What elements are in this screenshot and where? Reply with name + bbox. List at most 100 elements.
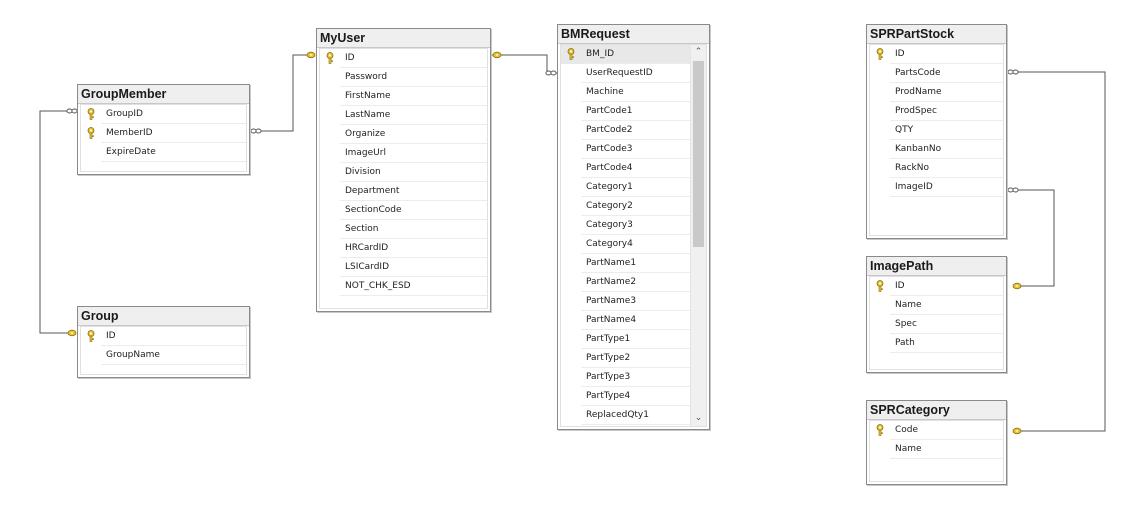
column-row[interactable]: ID: [870, 277, 1003, 296]
column-row[interactable]: Password: [320, 68, 487, 87]
column-row[interactable]: Spec: [870, 315, 1003, 334]
column-row[interactable]: Category2: [561, 197, 691, 216]
row-divider: [581, 310, 691, 311]
row-divider: [890, 333, 1003, 334]
column-row[interactable]: ReplacedQty1: [561, 406, 691, 425]
column-row[interactable]: HRCardID: [320, 239, 487, 258]
row-divider: [581, 215, 691, 216]
row-divider: [581, 348, 691, 349]
column-row[interactable]: UserRequestID: [561, 64, 691, 83]
row-divider: [581, 234, 691, 235]
table-header[interactable]: SPRCategory: [867, 401, 1006, 420]
table-header[interactable]: Group: [78, 307, 249, 326]
scroll-up-icon[interactable]: ⌃: [694, 47, 703, 57]
table-header[interactable]: SPRPartStock: [867, 25, 1006, 44]
column-row[interactable]: PartCode4: [561, 159, 691, 178]
column-row[interactable]: ImageID: [870, 178, 1003, 197]
column-row[interactable]: MemberID: [81, 124, 246, 143]
scroll-down-icon[interactable]: ⌄: [694, 413, 703, 423]
row-divider: [581, 424, 691, 425]
column-row[interactable]: SectionCode: [320, 201, 487, 220]
column-row[interactable]: PartsCode: [870, 64, 1003, 83]
column-row[interactable]: GroupName: [81, 346, 246, 365]
column-name: KanbanNo: [895, 144, 942, 154]
column-row[interactable]: Category1: [561, 178, 691, 197]
primary-key-icon: [876, 424, 884, 436]
row-divider: [581, 196, 691, 197]
column-row[interactable]: PartType3: [561, 368, 691, 387]
relationship-groupmember-group[interactable]: [39, 110, 77, 334]
table-title: GroupMember: [81, 87, 167, 101]
table-header[interactable]: BMRequest: [558, 25, 709, 44]
table-header[interactable]: MyUser: [317, 29, 490, 48]
column-row[interactable]: ProdName: [870, 83, 1003, 102]
column-row[interactable]: LSICardID: [320, 258, 487, 277]
column-row[interactable]: PartCode1: [561, 102, 691, 121]
column-row[interactable]: PartType1: [561, 330, 691, 349]
vertical-scrollbar[interactable]: ⌃⌄: [690, 45, 706, 426]
table-header[interactable]: GroupMember: [78, 85, 249, 104]
column-row[interactable]: ProdSpec: [870, 102, 1003, 121]
column-row[interactable]: LastName: [320, 106, 487, 125]
column-row[interactable]: PartType2: [561, 349, 691, 368]
column-row[interactable]: PartName4: [561, 311, 691, 330]
column-row[interactable]: NOT_CHK_ESD: [320, 277, 487, 296]
column-row[interactable]: Machine: [561, 83, 691, 102]
column-name: Path: [895, 338, 915, 348]
row-divider: [890, 439, 1003, 440]
column-name: RackNo: [895, 163, 929, 173]
scroll-thumb[interactable]: [693, 61, 704, 247]
column-row[interactable]: Division: [320, 163, 487, 182]
column-row[interactable]: Category3: [561, 216, 691, 235]
column-row[interactable]: Organize: [320, 125, 487, 144]
column-row[interactable]: BM_ID: [561, 45, 691, 64]
column-row[interactable]: PartCode2: [561, 121, 691, 140]
column-row[interactable]: QTY: [870, 121, 1003, 140]
column-row[interactable]: PartName1: [561, 254, 691, 273]
column-row[interactable]: Path: [870, 334, 1003, 353]
column-name: LSICardID: [345, 262, 390, 272]
column-row[interactable]: ID: [320, 49, 487, 68]
column-row[interactable]: ID: [81, 327, 246, 346]
relationship-sprpartstock-sprcategory[interactable]: [1007, 71, 1106, 432]
column-row[interactable]: KanbanNo: [870, 140, 1003, 159]
column-row[interactable]: RackNo: [870, 159, 1003, 178]
column-row[interactable]: PartName3: [561, 292, 691, 311]
column-row[interactable]: Name: [870, 296, 1003, 315]
column-name: ID: [345, 53, 355, 63]
column-row[interactable]: GroupID: [81, 105, 246, 124]
column-row[interactable]: PartName2: [561, 273, 691, 292]
relationship-sprpartstock-imagepath[interactable]: [1007, 189, 1055, 287]
row-divider: [890, 101, 1003, 102]
table-title: BMRequest: [561, 27, 630, 41]
column-row[interactable]: Department: [320, 182, 487, 201]
column-row[interactable]: Name: [870, 440, 1003, 459]
relationship-groupmember-myuser[interactable]: [250, 54, 308, 132]
primary-key-icon: [567, 48, 575, 60]
row-divider: [581, 405, 691, 406]
column-name: FirstName: [345, 91, 391, 101]
column-name: PartCode1: [586, 106, 633, 116]
column-row[interactable]: ID: [870, 45, 1003, 64]
column-row[interactable]: Category4: [561, 235, 691, 254]
column-row[interactable]: PartType4: [561, 387, 691, 406]
row-divider: [340, 86, 487, 87]
column-row[interactable]: Code: [870, 421, 1003, 440]
column-row[interactable]: Section: [320, 220, 487, 239]
row-divider: [581, 177, 691, 178]
column-row[interactable]: ImageUrl: [320, 144, 487, 163]
column-row[interactable]: ExpireDate: [81, 143, 246, 162]
column-row[interactable]: PartCode3: [561, 140, 691, 159]
table-header[interactable]: ImagePath: [867, 257, 1006, 276]
relationship-bmrequest-myuser[interactable]: [491, 54, 557, 74]
column-row[interactable]: FirstName: [320, 87, 487, 106]
